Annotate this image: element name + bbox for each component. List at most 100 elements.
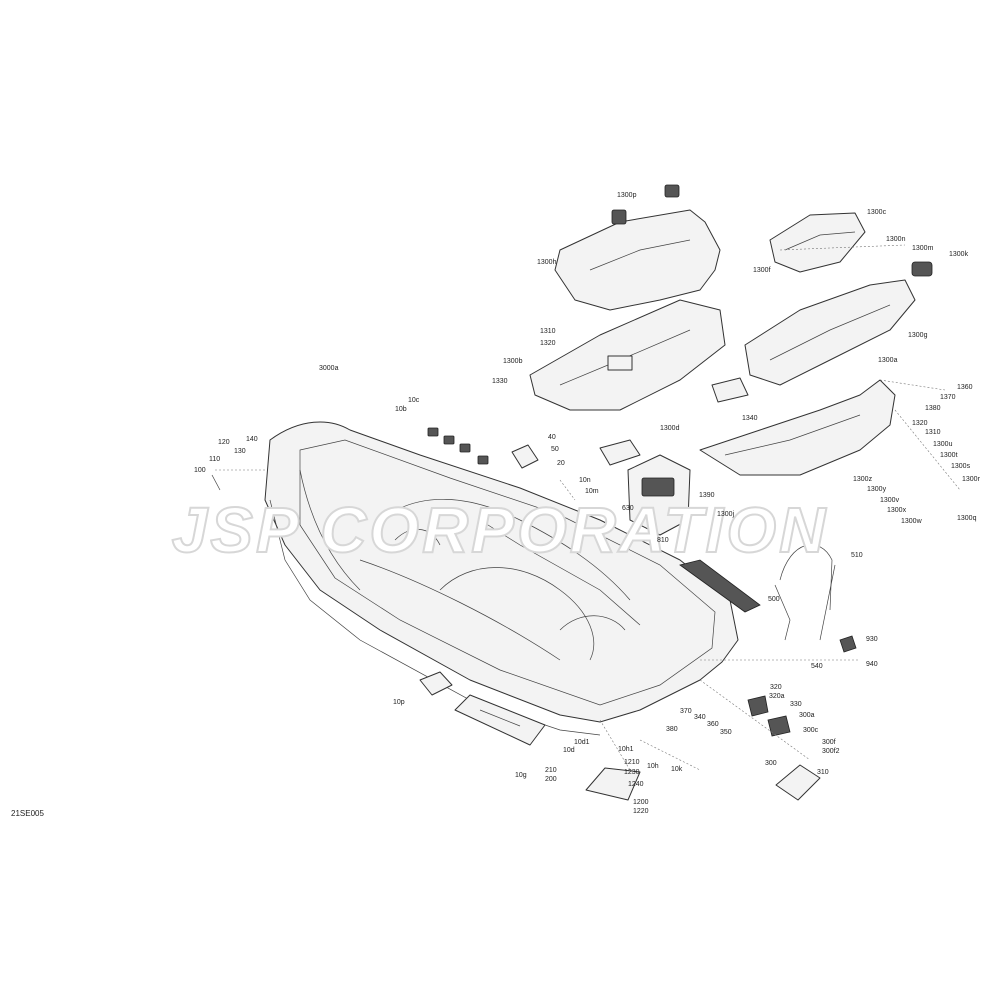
callout-330: 330 bbox=[790, 701, 802, 708]
callout-10p: 10p bbox=[393, 699, 405, 706]
callout-120: 120 bbox=[218, 439, 230, 446]
callout-510: 510 bbox=[851, 552, 863, 559]
callout-300a: 300a bbox=[799, 712, 815, 719]
callout-540: 540 bbox=[811, 663, 823, 670]
callout-930: 930 bbox=[866, 636, 878, 643]
callout-1360: 1360 bbox=[957, 384, 973, 391]
seat-cover-upper bbox=[554, 184, 721, 311]
callout-10k: 10k bbox=[671, 766, 683, 773]
callout-10g: 10g bbox=[515, 772, 527, 779]
callout-1300v: 1300v bbox=[880, 497, 900, 504]
callout-50: 50 bbox=[551, 446, 559, 453]
storage-tray-1300c bbox=[769, 212, 933, 277]
callout-1300c: 1300c bbox=[867, 209, 887, 216]
watermark-text: JSP CORPORATION bbox=[172, 494, 829, 566]
callout-1300r: 1300r bbox=[962, 476, 981, 483]
callout-1200: 1200 bbox=[633, 799, 649, 806]
callout-200: 200 bbox=[545, 776, 557, 783]
callout-130: 130 bbox=[234, 448, 246, 455]
callout-1330: 1330 bbox=[492, 378, 508, 385]
callout-320a: 320a bbox=[769, 693, 785, 700]
callout-630: 630 bbox=[622, 505, 634, 512]
intake-grate-200 bbox=[454, 694, 546, 746]
callout-300f2: 300f2 bbox=[822, 748, 840, 755]
callout-360: 360 bbox=[707, 721, 719, 728]
callout-1310: 1310 bbox=[540, 328, 556, 335]
callout-320: 320 bbox=[770, 684, 782, 691]
parts-artwork bbox=[211, 184, 961, 801]
bumper-1300a bbox=[699, 379, 896, 476]
callout-1300b: 1300b bbox=[503, 358, 523, 365]
callout-1300d: 1300d bbox=[660, 425, 680, 432]
callout-40: 40 bbox=[548, 434, 556, 441]
callout-380: 380 bbox=[666, 726, 678, 733]
callout-1390: 1390 bbox=[699, 492, 715, 499]
callout-370: 370 bbox=[680, 708, 692, 715]
grille-strip bbox=[679, 559, 761, 613]
callout-1230: 1230 bbox=[624, 769, 640, 776]
callout-1300z: 1300z bbox=[853, 476, 873, 483]
callout-1300x: 1300x bbox=[887, 507, 907, 514]
callout-210: 210 bbox=[545, 767, 557, 774]
callout-10d1: 10d1 bbox=[574, 739, 590, 746]
callout-810: 810 bbox=[657, 537, 669, 544]
callout-10h1: 10h1 bbox=[618, 746, 634, 753]
callout-10b: 10b bbox=[395, 406, 407, 413]
callout-1320: 1320 bbox=[540, 340, 556, 347]
callout-340: 340 bbox=[694, 714, 706, 721]
callout-1300n: 1300n bbox=[886, 236, 906, 243]
callout-10n: 10n bbox=[579, 477, 591, 484]
callout-3000a: 3000a bbox=[319, 365, 339, 372]
callout-20: 20 bbox=[557, 460, 565, 467]
seat-base-1300b bbox=[529, 299, 726, 411]
callout-500: 500 bbox=[768, 596, 780, 603]
callout-10h: 10h bbox=[647, 763, 659, 770]
callout-1300s: 1300s bbox=[951, 463, 971, 470]
callout-1300f: 1300f bbox=[753, 267, 771, 274]
callout-1320-rear: 1320 bbox=[912, 420, 928, 427]
bracket-1300d bbox=[599, 377, 749, 466]
callout-1300k: 1300k bbox=[949, 251, 969, 258]
callout-940: 940 bbox=[866, 661, 878, 668]
callout-1300p: 1300p bbox=[617, 192, 637, 199]
callout-300f: 300f bbox=[822, 739, 836, 746]
callout-1300g: 1300g bbox=[908, 332, 928, 339]
callout-labels: 1300p 1300c 1300n 1300m 1300k 1300f 1300… bbox=[194, 192, 981, 815]
callout-1300h: 1300h bbox=[537, 259, 557, 266]
seat-1300g bbox=[744, 279, 916, 386]
callout-1300y: 1300y bbox=[867, 486, 887, 493]
callout-300: 300 bbox=[765, 760, 777, 767]
bow-fittings bbox=[211, 427, 539, 491]
callout-300c: 300c bbox=[803, 727, 819, 734]
callout-1380: 1380 bbox=[925, 405, 941, 412]
boarding-step-1200 bbox=[585, 764, 821, 801]
callout-1370: 1370 bbox=[940, 394, 956, 401]
callout-1340: 1340 bbox=[742, 415, 758, 422]
callout-1310-rear: 1310 bbox=[925, 429, 941, 436]
clamp-10p bbox=[419, 671, 453, 696]
callout-1300w: 1300w bbox=[901, 518, 923, 525]
callout-1300j: 1300j bbox=[717, 511, 735, 518]
hull-body bbox=[264, 421, 739, 736]
callout-310: 310 bbox=[817, 769, 829, 776]
callout-1240: 1240 bbox=[628, 781, 644, 788]
callout-1220: 1220 bbox=[633, 808, 649, 815]
callout-10m: 10m bbox=[585, 488, 599, 495]
callout-100: 100 bbox=[194, 467, 206, 474]
rear-fastener-group bbox=[747, 635, 857, 737]
callout-350: 350 bbox=[720, 729, 732, 736]
storage-bin-810 bbox=[627, 454, 691, 536]
leader-lines bbox=[215, 244, 961, 771]
callout-1300q: 1300q bbox=[957, 515, 977, 522]
callout-110: 110 bbox=[209, 456, 220, 463]
callout-1300t: 1300t bbox=[940, 452, 958, 459]
callout-10d: 10d bbox=[563, 747, 575, 754]
handle-bar-510 bbox=[774, 544, 836, 641]
callout-1210: 1210 bbox=[624, 759, 640, 766]
callout-140: 140 bbox=[246, 436, 258, 443]
callout-1300a: 1300a bbox=[878, 357, 898, 364]
callout-1300m: 1300m bbox=[912, 245, 934, 252]
callout-1300u: 1300u bbox=[933, 441, 953, 448]
